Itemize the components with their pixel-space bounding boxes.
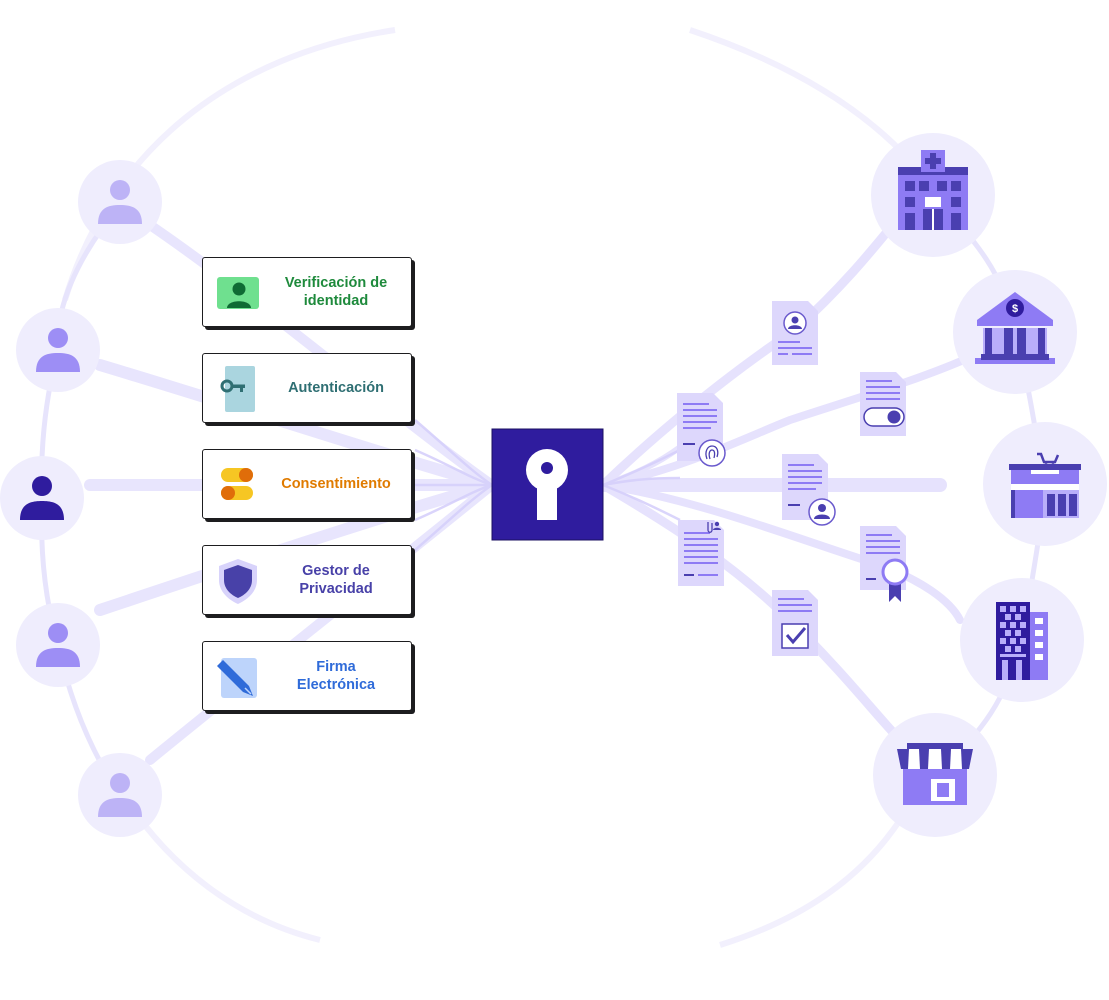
card-label: Verificación de identidad [284,275,388,309]
user-node [78,753,162,837]
institution-node [960,578,1084,702]
privacy-shield-icon [219,559,257,604]
user-node [16,308,100,392]
user-icon [36,328,80,372]
office-building-icon [996,602,1048,680]
card-label: Autenticación [288,380,384,396]
keyhole-icon [526,449,568,520]
institution-nodes: $ [871,133,1107,837]
supermarket-icon [1009,452,1081,518]
user-document-icon [782,454,836,526]
institution-node [983,422,1107,546]
institution-node: $ [953,270,1077,394]
svg-text:$: $ [1012,303,1018,315]
user-icon [20,476,64,520]
checked-document-icon [772,590,818,656]
card-privacy-manager: Gestor de Privacidad [202,545,412,615]
hub-fan-lines [414,419,681,551]
card-label: Gestor de Privacidad [299,563,373,597]
documents [677,301,909,656]
certificate-document-icon [860,526,909,602]
institution-node [873,713,997,837]
fingerprint-document-icon [677,393,726,467]
user-icon [98,773,142,817]
hospital-icon [898,150,968,230]
user-node [78,160,162,244]
user-node [0,456,84,540]
user-icon [98,180,142,224]
identity-verification-icon [217,277,259,309]
electronic-signature-pen-icon [217,658,257,698]
central-hub [491,428,604,541]
authentication-key-icon [220,366,255,412]
card-authentication: Autenticación [202,353,412,423]
toggle-document-icon [860,372,906,436]
attachment-document-icon [678,520,724,586]
bank-icon: $ [975,292,1055,364]
card-consent: Consentimiento [202,449,412,519]
consent-toggle-icon [221,468,253,500]
card-identity-verification: Verificación de identidad [202,257,412,327]
identity-document-icon [772,301,818,365]
card-label: Firma Electrónica [296,659,376,693]
institution-node [871,133,995,257]
user-nodes [0,160,162,837]
user-icon [36,623,80,667]
user-node [16,603,100,687]
store-icon [897,743,973,805]
card-label: Consentimiento [281,476,391,492]
card-electronic-signature: Firma Electrónica [202,641,412,711]
institution-rays [596,205,979,750]
